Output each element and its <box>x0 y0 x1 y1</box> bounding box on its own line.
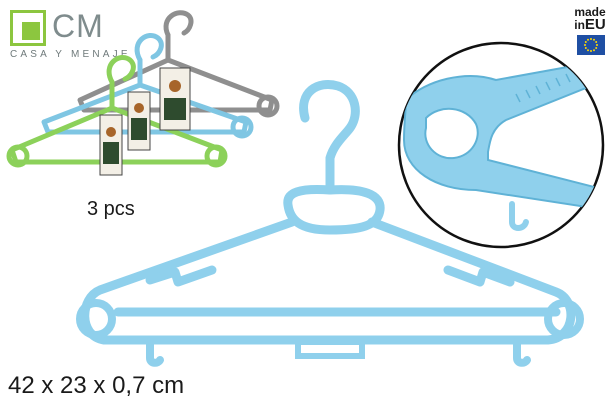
brand-name: CM <box>52 8 104 44</box>
badge-in: in <box>574 18 585 32</box>
green-hanger <box>6 55 228 168</box>
main-right-notch <box>544 299 584 339</box>
blue-hanger <box>41 33 254 139</box>
dimensions-label: 42 x 23 x 0,7 cm <box>8 372 185 399</box>
brand-logo-icon <box>10 10 46 46</box>
brand-tagline: CASA Y MENAJE <box>10 49 131 60</box>
main-left-notch <box>76 299 116 339</box>
main-hook-left <box>146 338 164 367</box>
main-center-loop <box>283 185 385 235</box>
main-bottom-tab <box>295 339 365 359</box>
hanger-pack-image <box>6 10 280 176</box>
pack-count-label: 3 pcs <box>87 198 135 220</box>
badge-line-in-eu: inEU <box>570 16 610 33</box>
detail-zoom-view <box>397 41 605 249</box>
main-hook <box>299 80 360 195</box>
badge-line-made: made <box>574 5 606 19</box>
eu-flag-icon <box>577 35 605 55</box>
made-in-eu-badge: made inEU <box>570 6 610 66</box>
main-hook-right <box>513 338 531 367</box>
badge-eu: EU <box>584 16 606 33</box>
